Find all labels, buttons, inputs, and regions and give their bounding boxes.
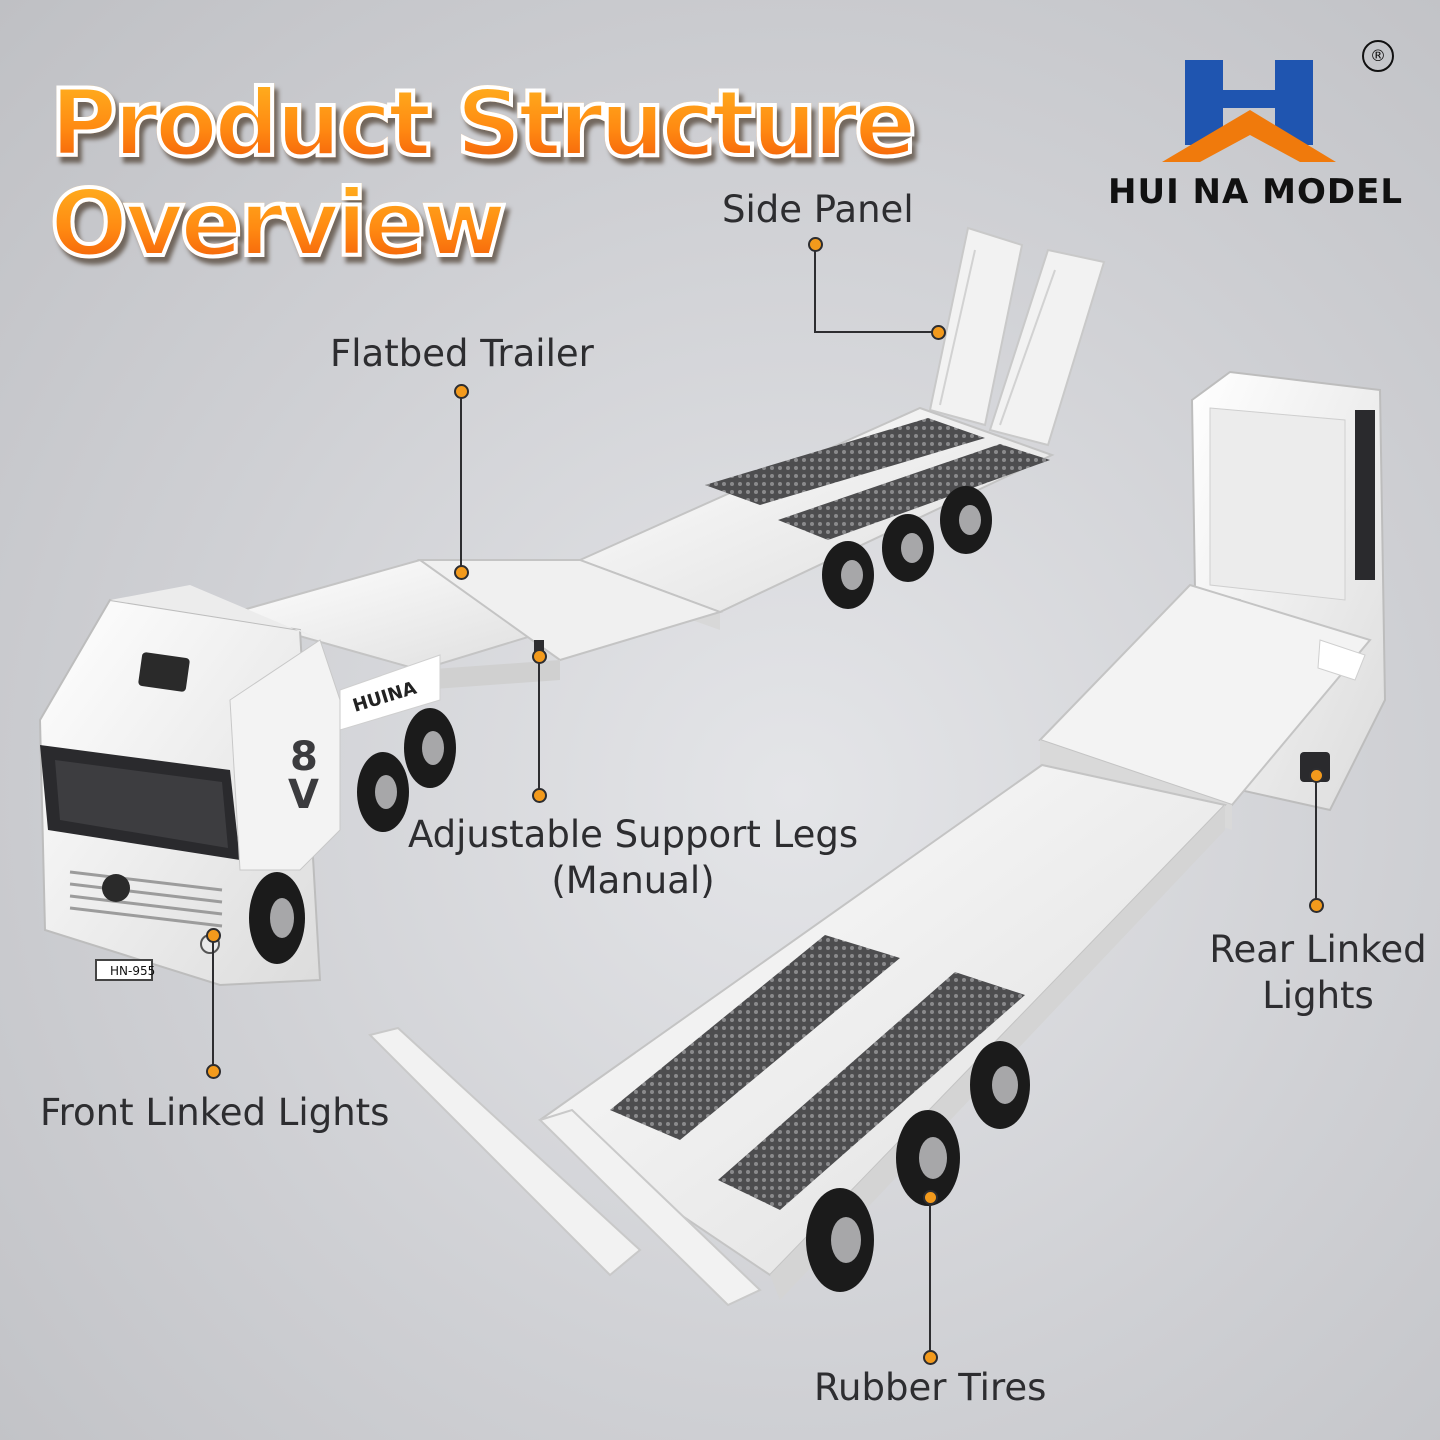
headline-line-1: Product Structure: [48, 70, 919, 177]
dot-flatbed-top: [454, 384, 469, 399]
label-front-lights: Front Linked Lights: [40, 1091, 390, 1134]
rear-ramps: [368, 1026, 762, 1307]
svg-text:8: 8: [290, 734, 318, 780]
brand-logo: [1162, 60, 1336, 162]
dot-side-panel-target: [931, 325, 946, 340]
lower-truck-trailer: [368, 370, 1387, 1307]
upper-trailer-wheels: [822, 486, 992, 609]
label-support-legs-line1: Adjustable Support Legs: [408, 813, 859, 856]
headline-line-2: Overview: [48, 170, 509, 277]
dot-support-legs-target: [532, 649, 547, 664]
tractor-cab: HN-955 8 V: [38, 585, 456, 987]
label-rear-lights-line1: Rear Linked: [1209, 928, 1427, 971]
label-support-legs-line2: (Manual): [551, 859, 715, 903]
label-support-legs: Adjustable Support Legs (Manual): [408, 812, 858, 905]
license-plate: HN-955: [110, 964, 155, 978]
lower-trailer-wheels: [806, 1041, 1030, 1292]
dot-rear-lights-label: [1309, 898, 1324, 913]
dot-rear-lights-target: [1309, 768, 1324, 783]
dot-side-panel-top: [808, 237, 823, 252]
dot-flatbed-target: [454, 565, 469, 580]
label-flatbed-trailer: Flatbed Trailer: [330, 332, 594, 375]
dot-support-legs-label: [532, 788, 547, 803]
upper-truck-trailer: HUINA HN-955 8 V: [38, 226, 1106, 987]
dot-tires-label: [923, 1350, 938, 1365]
brand-name: HUI NA MODEL: [1108, 172, 1404, 212]
side-panel-ramps: [928, 226, 1106, 447]
label-rear-lights: Rear Linked Lights: [1206, 927, 1430, 1020]
label-rear-lights-line2: Lights: [1262, 974, 1374, 1018]
dot-front-lights-target: [206, 928, 221, 943]
dot-tires-target: [923, 1190, 938, 1205]
registered-mark: ®: [1362, 40, 1394, 72]
dot-front-lights-label: [206, 1064, 221, 1079]
label-side-panel: Side Panel: [722, 188, 914, 231]
svg-text:V: V: [288, 772, 319, 818]
label-rubber-tires: Rubber Tires: [814, 1366, 1047, 1409]
callout-leader-lines: [212, 244, 1317, 1357]
